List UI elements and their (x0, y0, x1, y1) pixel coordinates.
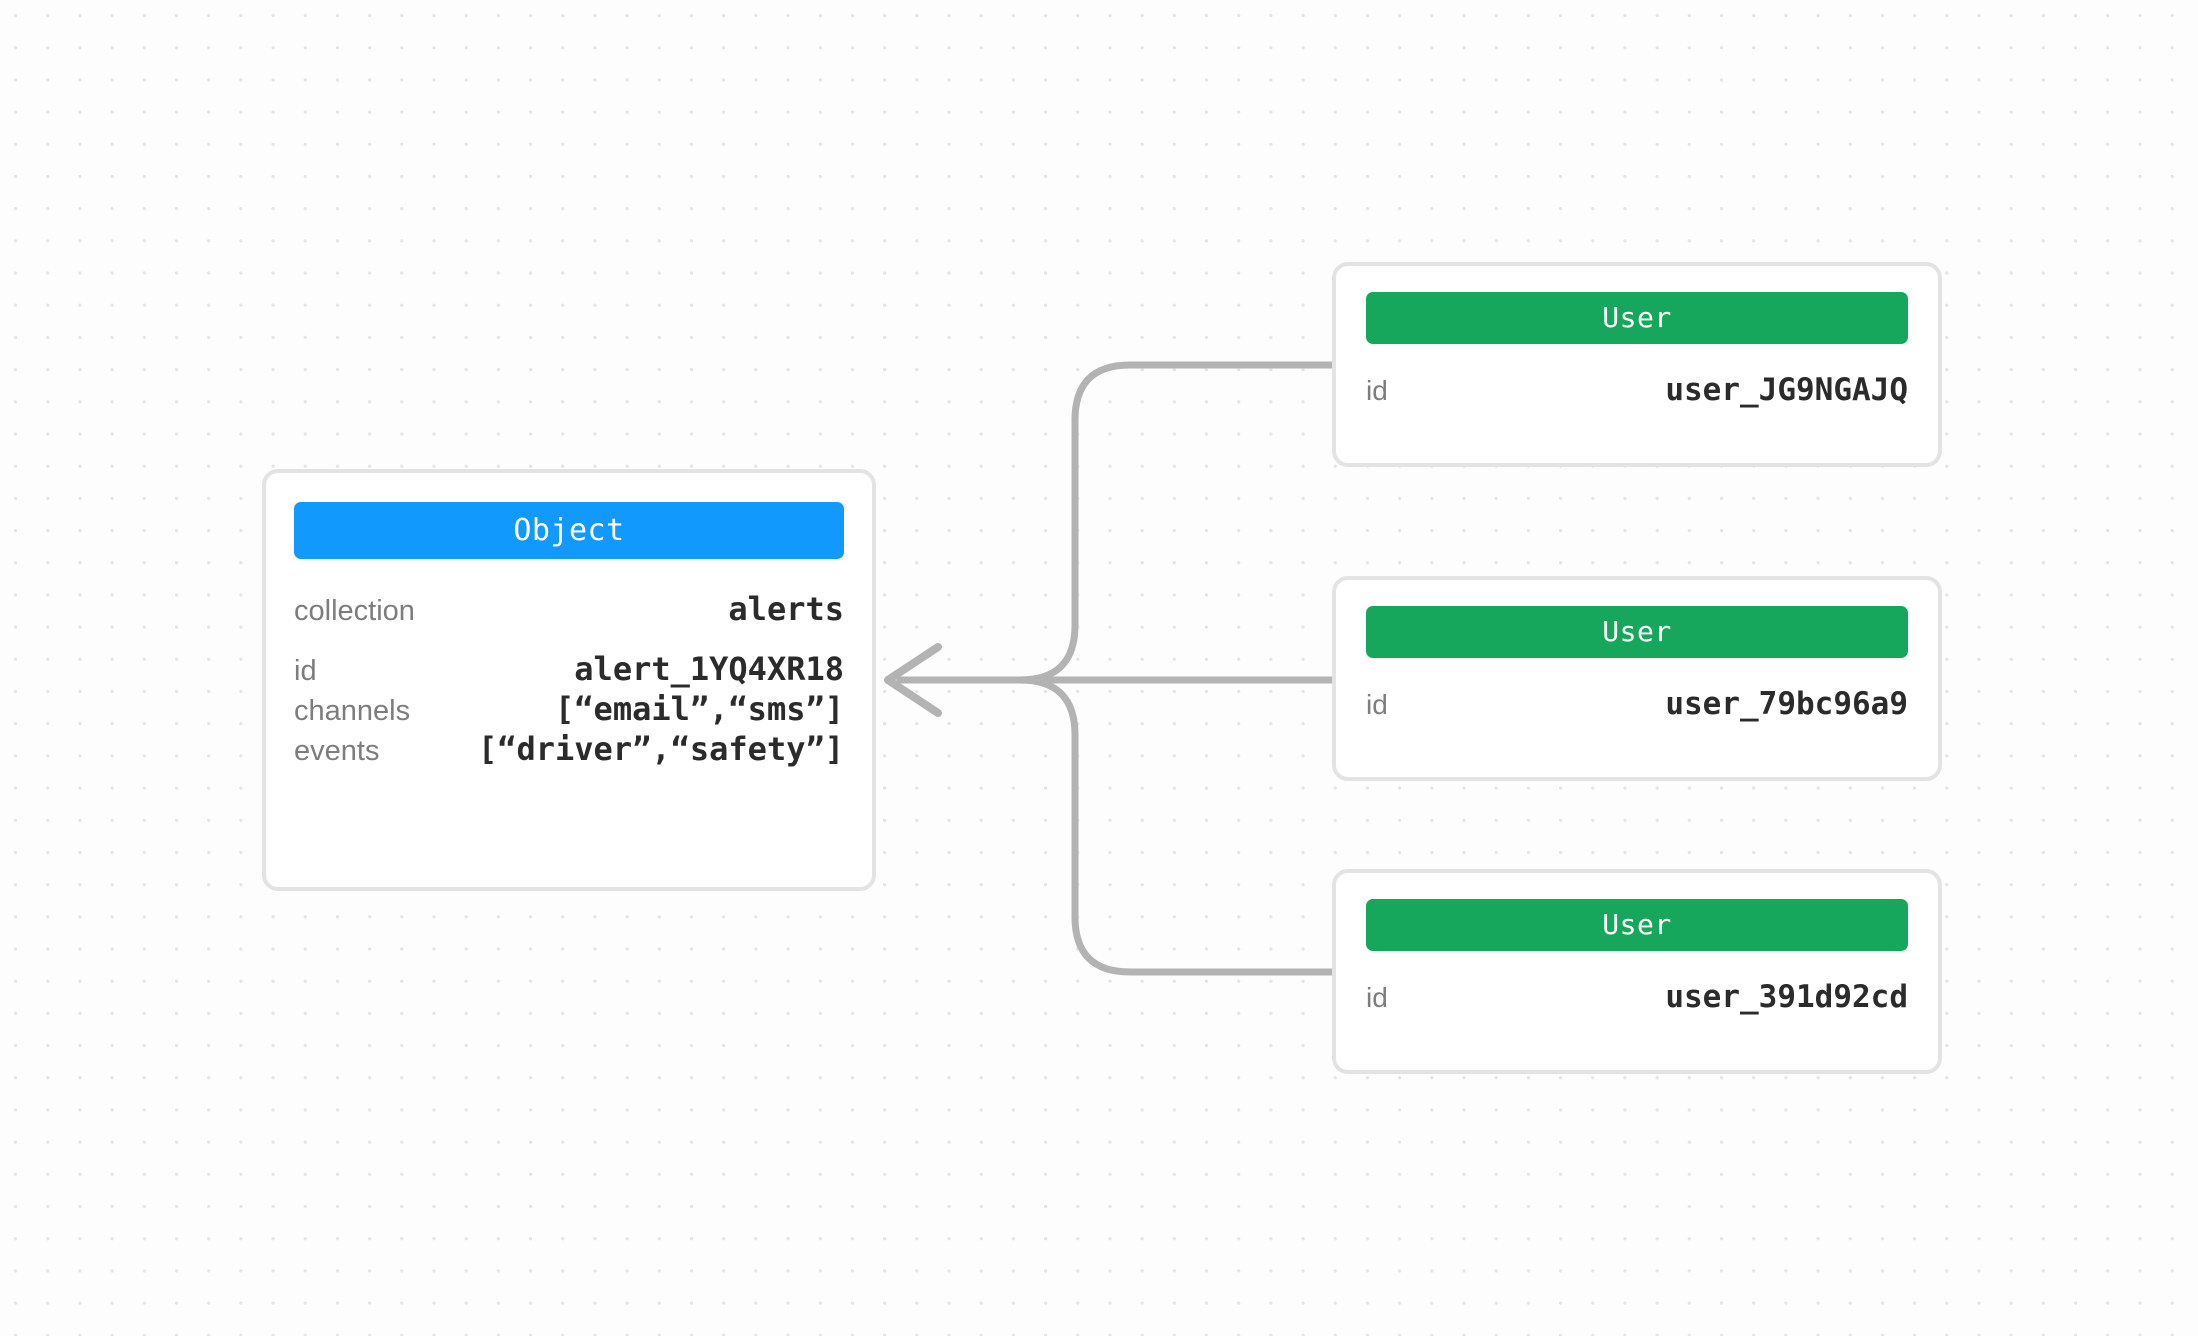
table-row: channels [“email”,“sms”] (294, 690, 844, 728)
row-key: collection (294, 595, 415, 627)
row-value: user_79bc96a9 (1665, 686, 1908, 722)
row-value: alert_1YQ4XR18 (574, 650, 844, 688)
user-node-body: id user_79bc96a9 (1366, 686, 1908, 722)
user-node-header: User (1366, 292, 1908, 344)
row-key: id (1366, 689, 1388, 720)
user-node[interactable]: User id user_391d92cd (1332, 869, 1942, 1074)
table-row: collection alerts (294, 590, 844, 628)
row-key: id (1366, 375, 1388, 406)
user-node[interactable]: User id user_79bc96a9 (1332, 576, 1942, 781)
table-row: id user_79bc96a9 (1366, 686, 1908, 722)
object-node-header: Object (294, 502, 844, 559)
row-value: [“email”,“sms”] (555, 690, 844, 728)
object-node[interactable]: Object collection alerts id alert_1YQ4XR… (262, 469, 876, 891)
user-node-body: id user_391d92cd (1366, 979, 1908, 1015)
user-node[interactable]: User id user_JG9NGAJQ (1332, 262, 1942, 467)
row-value: alerts (728, 590, 844, 628)
row-key: events (294, 735, 380, 767)
object-node-body: collection alerts id alert_1YQ4XR18 chan… (294, 590, 844, 770)
row-value: user_391d92cd (1665, 979, 1908, 1015)
table-row: id alert_1YQ4XR18 (294, 650, 844, 688)
table-row: events [“driver”,“safety”] (294, 730, 844, 768)
row-key: id (294, 655, 317, 687)
row-key: id (1366, 982, 1388, 1013)
user-node-header: User (1366, 899, 1908, 951)
row-value: [“driver”,“safety”] (477, 730, 844, 768)
user-node-body: id user_JG9NGAJQ (1366, 372, 1908, 408)
row-key: channels (294, 695, 411, 727)
table-row: id user_JG9NGAJQ (1366, 372, 1908, 408)
user-node-header: User (1366, 606, 1908, 658)
table-row: id user_391d92cd (1366, 979, 1908, 1015)
row-value: user_JG9NGAJQ (1665, 372, 1908, 408)
